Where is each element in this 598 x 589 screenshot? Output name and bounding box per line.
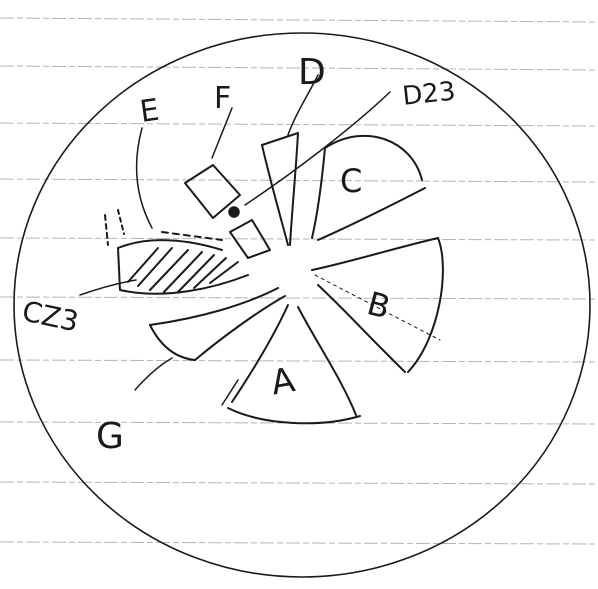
label-d: D <box>298 52 326 93</box>
lobe-c-lower-edge <box>318 188 425 240</box>
ruled-line <box>0 360 598 362</box>
leader-cz3 <box>80 280 136 295</box>
label-cz3: CZ3 <box>19 294 81 338</box>
label-g: G <box>96 416 124 457</box>
ruled-line <box>0 297 598 299</box>
leader-d23 <box>245 92 390 205</box>
ruled-line <box>0 542 598 544</box>
ruled-line <box>0 482 598 484</box>
blade-e-hatching <box>128 248 238 292</box>
lobe-a-arc <box>228 408 360 423</box>
ruled-line <box>0 123 598 126</box>
ruled-lines <box>0 18 598 544</box>
blade-d-right-edge <box>290 133 298 245</box>
blade-e-dashed-edge <box>118 210 124 234</box>
hatch-line <box>128 248 158 282</box>
blade-e-dashed-edge <box>105 215 108 245</box>
label-e: E <box>138 93 162 130</box>
leader-e <box>137 128 152 228</box>
ruled-line <box>0 238 598 240</box>
label-d23: D23 <box>401 76 457 111</box>
lobe-b-arc <box>408 238 443 372</box>
blade-f-inner-box <box>230 220 270 258</box>
leader-g <box>135 358 172 390</box>
outer-circle <box>14 33 590 577</box>
blade-g-arc <box>150 325 195 360</box>
hatch-line <box>150 250 188 290</box>
blade-e-top <box>118 240 222 250</box>
lobe-a-tick <box>222 380 238 405</box>
hatch-line <box>138 248 172 286</box>
lobe-c-left-edge <box>312 148 325 238</box>
blade-d-top <box>262 133 298 145</box>
blade-d-left-edge <box>262 145 288 245</box>
blade-g-bottom <box>195 296 285 360</box>
pivot-dot <box>229 207 239 217</box>
lobe-b-top-edge <box>312 238 438 270</box>
label-b: B <box>363 284 394 326</box>
ruled-line <box>0 179 598 182</box>
label-c: C <box>340 162 362 200</box>
label-a: A <box>268 360 298 403</box>
ruled-line <box>0 18 598 22</box>
label-f: F <box>214 81 231 116</box>
